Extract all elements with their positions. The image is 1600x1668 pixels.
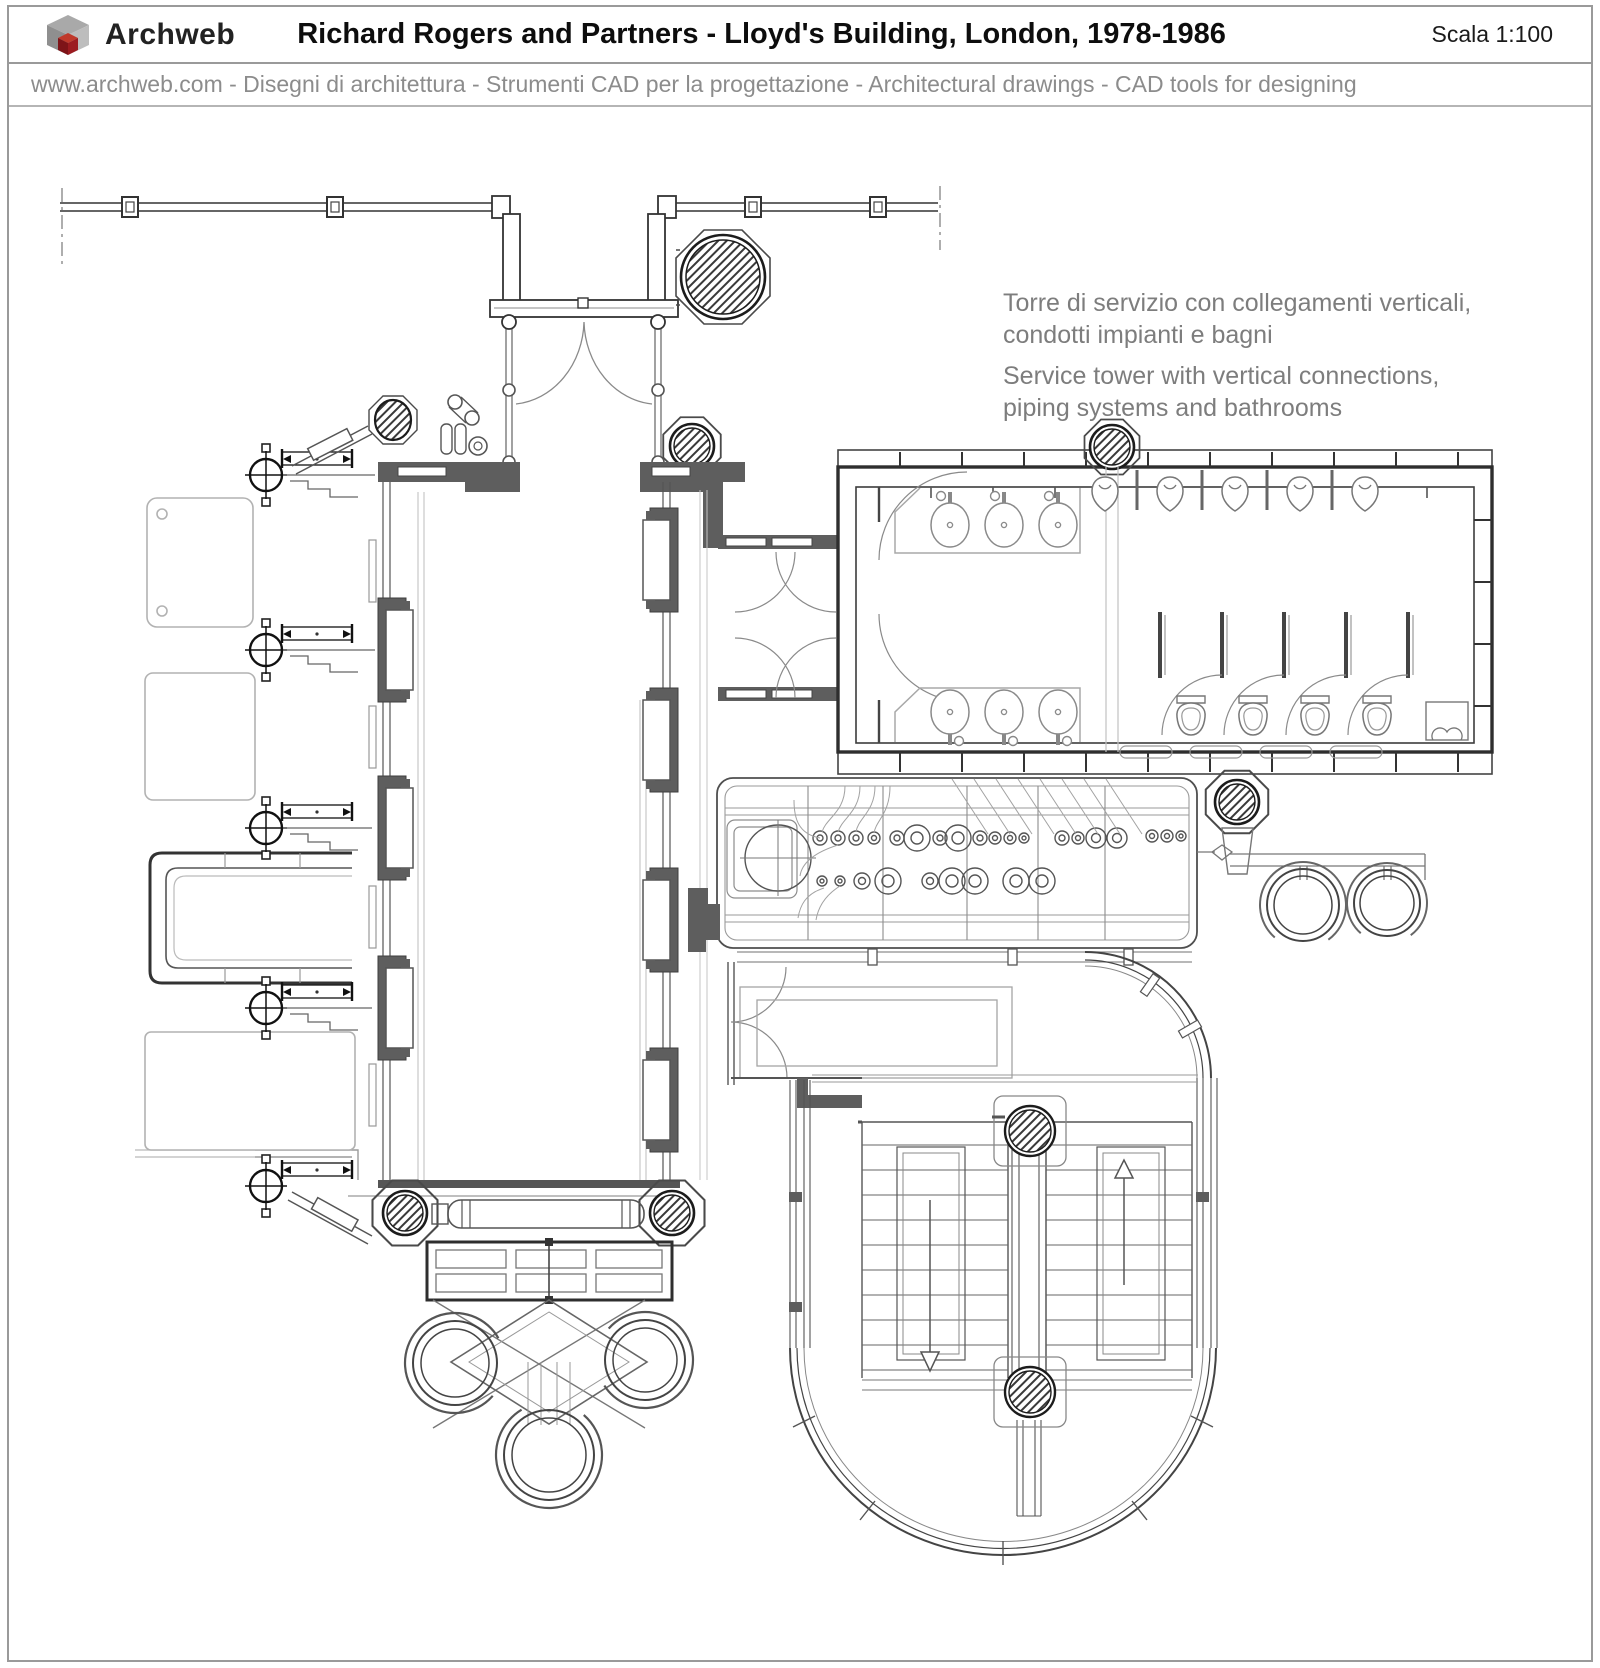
header-bar: Archweb Richard Rogers and Partners - Ll… — [9, 7, 1591, 64]
survey-marker-icon — [243, 1153, 289, 1219]
lobby — [727, 962, 1013, 1108]
crane-assembly — [287, 394, 488, 1245]
annotation-line: Service tower with vertical connections, — [1003, 362, 1440, 390]
toilet-stalls — [1158, 612, 1469, 741]
door-swing-icon — [730, 966, 788, 1079]
survey-marker-icon — [243, 975, 289, 1041]
shaft-top-walls — [378, 462, 745, 548]
survey-marker-icon — [243, 795, 289, 861]
scale-label: Scala 1:100 — [1431, 21, 1553, 47]
piping-bank — [688, 777, 1198, 966]
toilet-icon — [1300, 695, 1330, 736]
stair-up-arrow-icon — [1113, 1158, 1135, 1285]
survey-marker-icon — [243, 617, 289, 683]
bathroom-block — [836, 418, 1494, 775]
riser-circle — [403, 1311, 507, 1415]
drawing-title: Richard Rogers and Partners - Lloyd's Bu… — [297, 18, 1226, 50]
floor-plan-area: Torre di servizio con collegamenti verti… — [0, 105, 1600, 1668]
beam-cylinder — [431, 1199, 645, 1229]
door-swing-icon — [1161, 674, 1409, 736]
hatched-column-icon — [1003, 1365, 1057, 1419]
toilet-icon — [1176, 695, 1206, 736]
riser-circle — [494, 1400, 604, 1510]
floor-plan-svg — [60, 186, 1494, 1565]
hatched-column-icon — [1204, 769, 1270, 835]
subheader-bar: www.archweb.com - Disegni di architettur… — [9, 64, 1591, 107]
annotation-italian: Torre di servizio con collegamenti verti… — [1003, 288, 1543, 351]
riser-circle — [595, 1310, 695, 1410]
base-structure — [371, 1179, 706, 1510]
toilet-icon — [1362, 695, 1392, 736]
stair-flight-left — [861, 1122, 1009, 1378]
stair-tower — [789, 951, 1218, 1565]
urinal-row — [1091, 470, 1379, 512]
pipe-circles — [812, 824, 1187, 895]
hatched-column-icon — [368, 395, 418, 445]
archweb-cube-icon — [47, 14, 89, 55]
annotation-english: Service tower with vertical connections,… — [1003, 361, 1543, 424]
louver-panel — [425, 1238, 674, 1304]
flow-lines — [793, 778, 1143, 921]
hatched-column-icon — [1083, 418, 1141, 476]
stair-flight-right — [1045, 1122, 1193, 1378]
door-swing-icon — [734, 551, 837, 699]
brace-structure — [432, 1299, 649, 1429]
hatched-column-icon — [675, 229, 771, 325]
connection-assemblies — [243, 442, 375, 1219]
hatched-column-icon — [1003, 1104, 1057, 1158]
door-swing-icon — [515, 321, 653, 405]
brand-name: Archweb — [105, 17, 236, 51]
entry-vestibule — [489, 213, 679, 470]
annotation-line: condotti impianti e bagni — [1003, 320, 1273, 349]
survey-marker-icon — [243, 442, 289, 508]
stair-down-arrow-icon — [919, 1200, 941, 1373]
hatched-column-icon — [638, 1179, 706, 1247]
top-columns — [662, 229, 771, 476]
sink-counter — [894, 687, 1081, 748]
annotation-line: Torre di servizio con collegamenti verti… — [1003, 289, 1472, 317]
curtain-wall — [60, 186, 941, 264]
service-shaft — [135, 482, 680, 1197]
cladding-panels — [144, 497, 356, 1151]
site-tagline: www.archweb.com - Disegni di architettur… — [31, 71, 1357, 97]
link-corridor — [699, 490, 840, 1180]
riser-pipes — [1197, 769, 1428, 949]
annotation-line: piping systems and bathrooms — [1003, 393, 1343, 422]
u-duct — [148, 851, 352, 985]
sink-counter — [894, 487, 1081, 554]
toilet-icon — [1238, 695, 1268, 736]
hatched-column-icon — [371, 1179, 439, 1247]
